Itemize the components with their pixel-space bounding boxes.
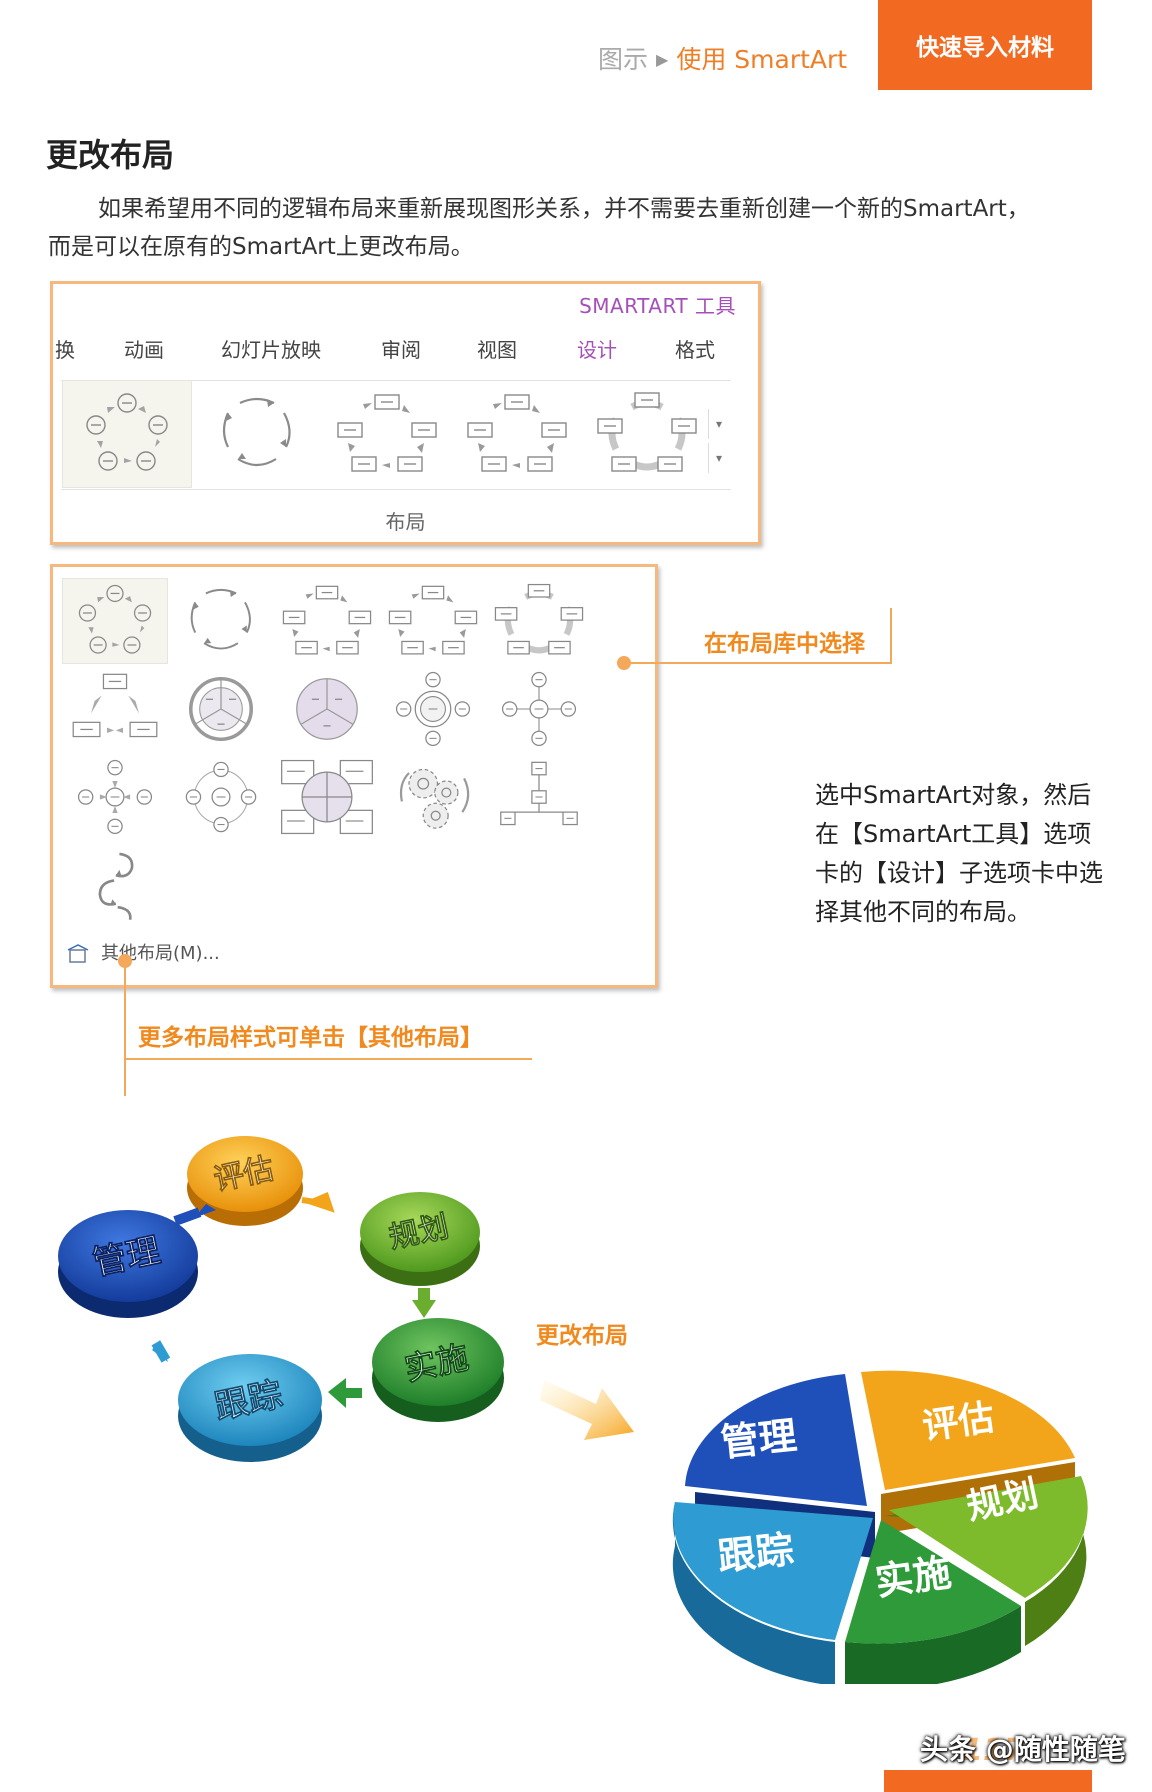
gallery-layout-basic-cycle[interactable]: [62, 578, 168, 664]
gallery-layout-hierarchy[interactable]: [487, 755, 591, 839]
callout-line: [124, 962, 126, 1096]
layout-block-cycle[interactable]: [323, 381, 451, 487]
pie-segment-plan: 规划: [885, 1472, 1088, 1646]
svg-text:管理: 管理: [719, 1415, 799, 1465]
breadcrumb-section[interactable]: 图示: [598, 45, 649, 74]
side-note: 选中SmartArt对象，然后在【SmartArt工具】选项卡的【设计】子选项卡…: [815, 781, 1103, 926]
layout-continuous-cycle[interactable]: [583, 381, 711, 487]
gallery-layout-radial-cycle[interactable]: [381, 667, 485, 751]
gallery-more-icon[interactable]: ▾: [708, 443, 729, 473]
gallery-layout-text-cycle[interactable]: [169, 579, 273, 663]
breadcrumb: 图示 ▶ 使用 SmartArt: [598, 40, 847, 76]
watermark: 头条 @随性随笔: [920, 1733, 1126, 1766]
cycle-diagram: 评估 规划 实施 跟踪 管理: [58, 1136, 504, 1462]
gallery-layout-hierarchy-cycle[interactable]: [63, 667, 167, 751]
section-title: 更改布局: [46, 136, 175, 174]
svg-text:实施: 实施: [873, 1552, 954, 1604]
gallery-layout-spiral[interactable]: [63, 843, 167, 927]
intro-paragraph: 如果希望用不同的逻辑布局来重新展现图形关系，并不需要去重新创建一个新的Smart…: [48, 190, 1038, 266]
chapter-tab[interactable]: 快速导入材料: [878, 0, 1092, 90]
ribbon-screenshot: SMARTART 工具 换 动画 幻灯片放映 审阅 视图 设计 格式 ▾ ▾ 布…: [50, 281, 761, 545]
pie-segment-track: 跟踪: [672, 1502, 873, 1684]
tab-animations[interactable]: 动画: [124, 338, 164, 362]
layout-group-label: 布局: [385, 510, 426, 534]
gallery-layout-gear[interactable]: [381, 755, 485, 839]
more-layouts-link[interactable]: 其他布局(M)...: [67, 939, 220, 965]
cycle-node-track: 跟踪: [178, 1354, 322, 1462]
tab-slideshow[interactable]: 幻灯片放映: [221, 338, 321, 362]
layout-gallery-panel: 其他布局(M)...: [50, 564, 658, 988]
tab-format[interactable]: 格式: [675, 338, 715, 362]
layout-gallery-strip: ▾ ▾: [61, 380, 731, 490]
svg-text:跟踪: 跟踪: [716, 1529, 796, 1579]
gallery-layout-basic-pie[interactable]: [275, 667, 379, 751]
layout-basic-cycle[interactable]: [62, 380, 192, 488]
callout-dot-icon: [118, 954, 132, 968]
footer-bar: [884, 1770, 1092, 1792]
layout-text-cycle[interactable]: [193, 381, 321, 487]
cycle-node-plan: 规划: [360, 1192, 480, 1286]
pie-diagram: 管理 评估 规划 实施 跟踪: [672, 1370, 1088, 1684]
gallery-layout-diverging-radial[interactable]: [63, 755, 167, 839]
callout-line: [624, 662, 892, 664]
svg-text:评估: 评估: [920, 1396, 997, 1447]
breadcrumb-arrow-icon: ▶: [656, 50, 669, 69]
more-layouts-icon: [67, 944, 89, 964]
cycle-node-execute: 实施: [372, 1318, 504, 1422]
tab-review[interactable]: 审阅: [381, 338, 421, 362]
cycle-node-manage: 管理: [58, 1210, 198, 1318]
gallery-layout-basic-radial[interactable]: [487, 667, 591, 751]
pie-segment-execute: 实施: [845, 1520, 1021, 1684]
callout-change-layout: 更改布局: [536, 1323, 628, 1349]
gallery-layout-continuous-cycle[interactable]: [487, 579, 591, 663]
gallery-layout-block-cycle[interactable]: [275, 579, 379, 663]
tab-view[interactable]: 视图: [477, 338, 517, 362]
page-number: 117: [962, 1733, 1025, 1768]
gallery-layout-nondirectional-cycle[interactable]: [381, 579, 485, 663]
gallery-layout-cycle-matrix[interactable]: [275, 755, 379, 839]
tab-transitions[interactable]: 换: [55, 338, 75, 362]
cycle-arrow-icon: [151, 1191, 436, 1408]
ribbon-tabs: 换 动画 幻灯片放映 审阅 视图 设计 格式: [53, 334, 758, 362]
tab-design[interactable]: 设计: [577, 338, 617, 362]
smartart-tools-title: SMARTART 工具: [579, 294, 736, 318]
transition-arrow-icon: [540, 1380, 634, 1440]
gallery-scroll-down-icon[interactable]: ▾: [708, 409, 729, 439]
intro-text: 如果希望用不同的逻辑布局来重新展现图形关系，并不需要去重新创建一个新的Smart…: [48, 196, 1030, 260]
layout-nondirectional-cycle[interactable]: [453, 381, 581, 487]
gallery-layout-radial-venn[interactable]: [169, 755, 273, 839]
gallery-layout-segmented-cycle[interactable]: [169, 667, 273, 751]
cycle-node-evaluate: 评估: [187, 1136, 303, 1226]
callout-more-layouts: 更多布局样式可单击【其他布局】: [138, 1025, 483, 1051]
callout-line: [890, 608, 892, 664]
breadcrumb-current: 使用 SmartArt: [676, 45, 848, 74]
callout-gallery: 在布局库中选择: [704, 631, 865, 657]
callout-line: [124, 1058, 532, 1060]
